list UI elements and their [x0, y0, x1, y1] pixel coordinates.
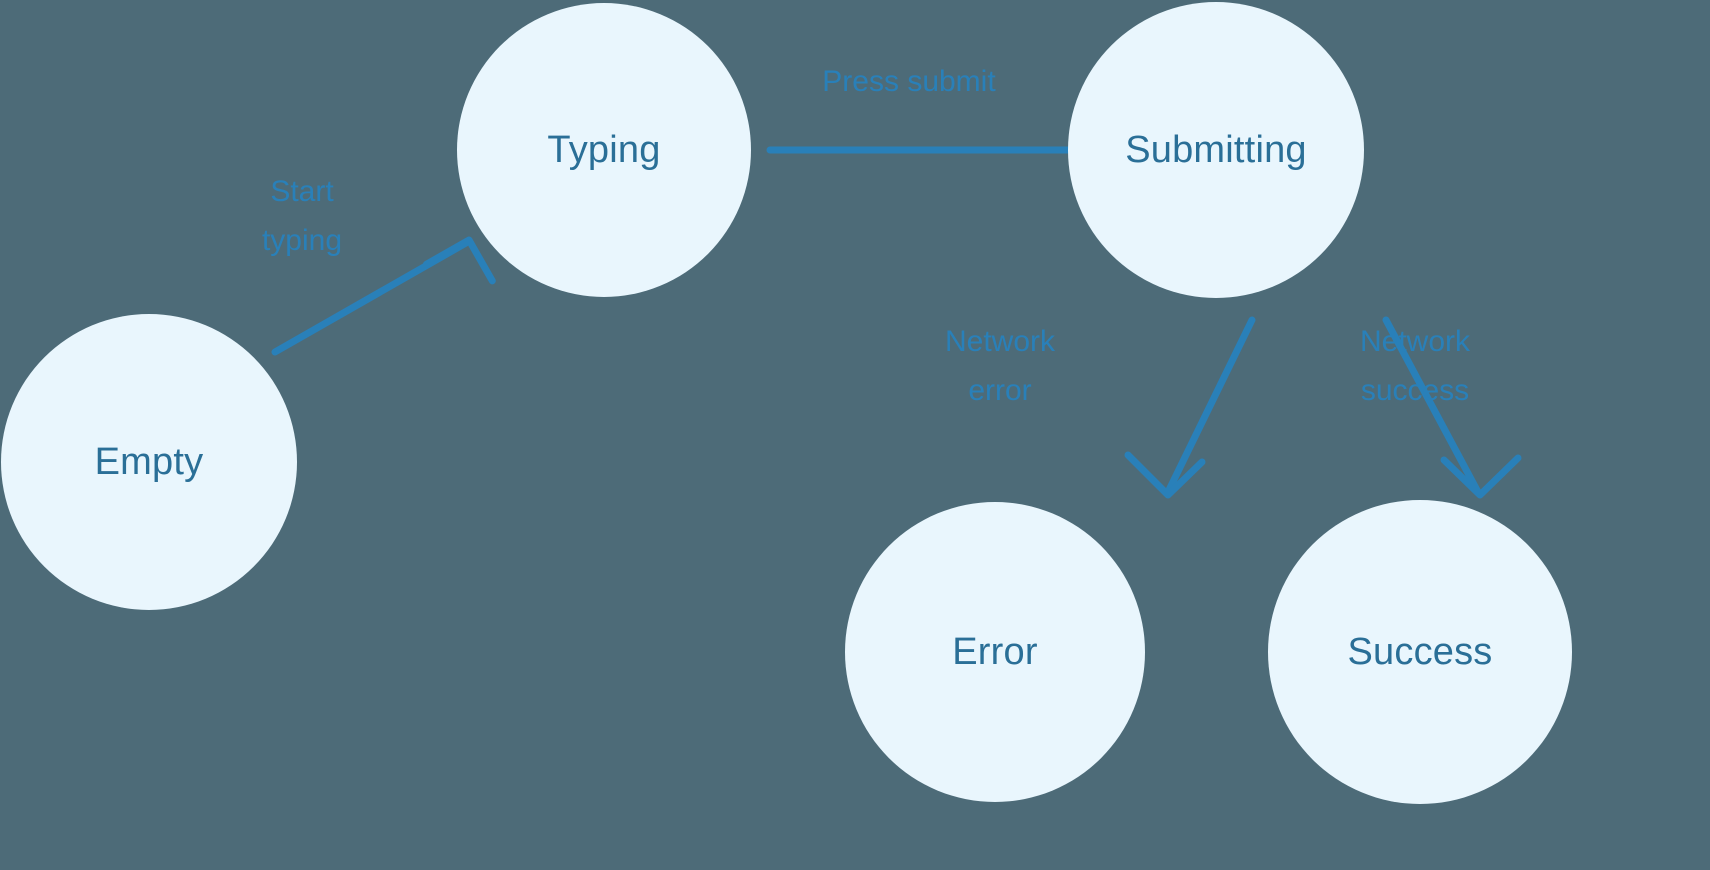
edge-submitting-to-error — [1124, 316, 1256, 499]
edge-empty-to-typing — [271, 236, 496, 356]
edge-label-start-typing: Start typing — [261, 175, 343, 257]
state-node-empty-label: Empty — [94, 441, 204, 483]
state-node-submitting-label: Submitting — [1125, 129, 1307, 171]
edge-label-network-success: Network success — [1359, 325, 1471, 407]
state-node-submitting[interactable]: Submitting — [1068, 2, 1364, 298]
state-node-success-label: Success — [1347, 631, 1493, 673]
state-node-typing-label: Typing — [547, 129, 661, 171]
state-node-error-label: Error — [952, 631, 1038, 673]
edge-label-network-error: Network error — [944, 325, 1056, 407]
state-node-error[interactable]: Error — [845, 502, 1145, 802]
state-node-success[interactable]: Success — [1268, 500, 1572, 804]
state-node-typing[interactable]: Typing — [457, 3, 751, 297]
edge-submitting-to-success — [1382, 316, 1522, 499]
state-node-empty[interactable]: Empty — [1, 314, 297, 610]
edge-label-press-submit: Press submit — [822, 65, 996, 98]
